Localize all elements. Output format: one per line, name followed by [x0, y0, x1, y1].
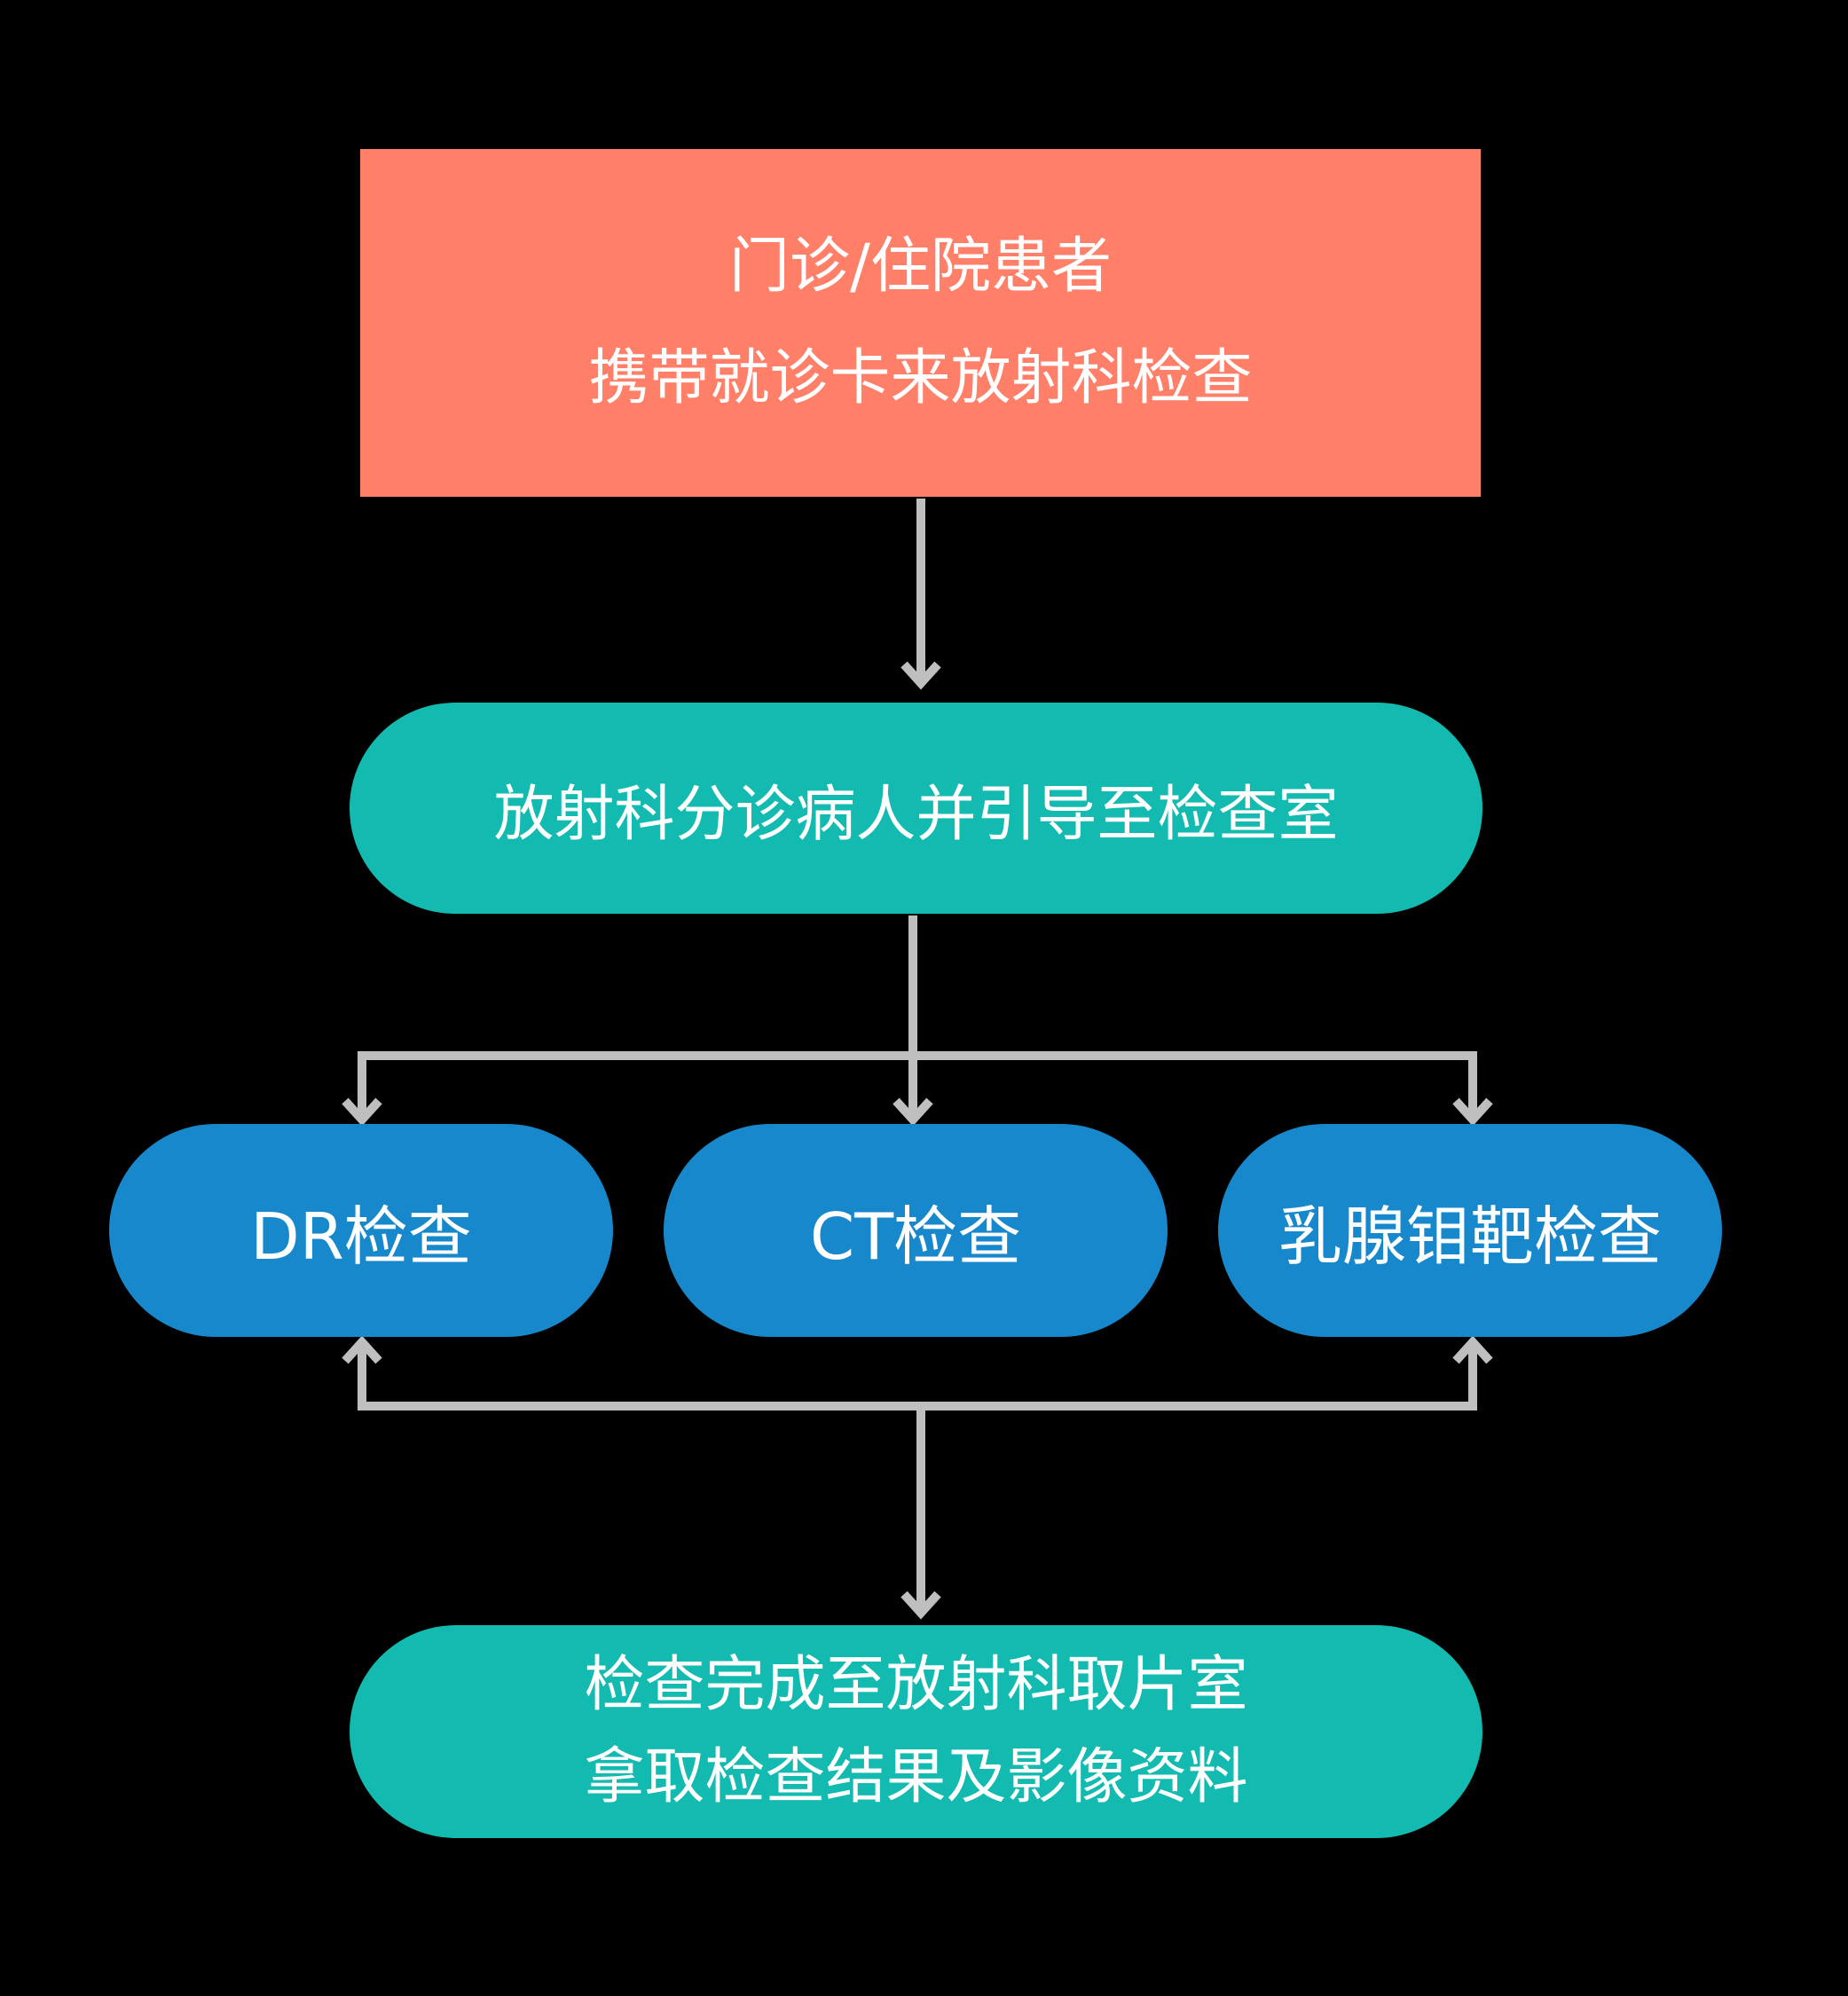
arrowhead-mammo: [1452, 1097, 1493, 1127]
exam-node-ct-label: CT检查: [809, 1198, 1022, 1274]
triage-node: 放射科分诊病人并引导至检查室: [350, 703, 1482, 914]
exam-node-mammography-label: 乳腺钼靶检查: [1278, 1198, 1662, 1274]
arrowhead-ct: [893, 1097, 933, 1127]
start-node-line1: 门诊/住院患者: [729, 232, 1112, 302]
finish-node-pickup-results: 检查完成至放射科取片室 拿取检查结果及影像资料: [350, 1625, 1482, 1838]
finish-node-line2: 拿取检查结果及影像资料: [584, 1742, 1248, 1812]
arrowhead-up-dr: [342, 1335, 382, 1364]
start-node-patient-arrival: 门诊/住院患者 携带就诊卡来放射科检查: [360, 149, 1481, 497]
arrowhead-triage: [900, 661, 941, 690]
exam-node-mammography: 乳腺钼靶检查: [1218, 1124, 1722, 1337]
arrowhead-finish: [900, 1591, 941, 1620]
finish-node-line1: 检查完成至放射科取片室: [584, 1650, 1248, 1720]
triage-node-label: 放射科分诊病人并引导至检查室: [493, 779, 1339, 850]
connector-split-bar: [358, 1051, 1477, 1120]
exam-node-dr-label: DR检查: [250, 1198, 472, 1274]
exam-node-ct: CT检查: [664, 1124, 1168, 1337]
exam-node-dr: DR检查: [109, 1124, 613, 1337]
arrowhead-dr: [342, 1097, 382, 1127]
connector-merge-bar: [358, 1342, 1477, 1411]
arrowhead-up-mammo: [1452, 1335, 1493, 1364]
start-node-line2: 携带就诊卡来放射科检查: [588, 343, 1253, 413]
